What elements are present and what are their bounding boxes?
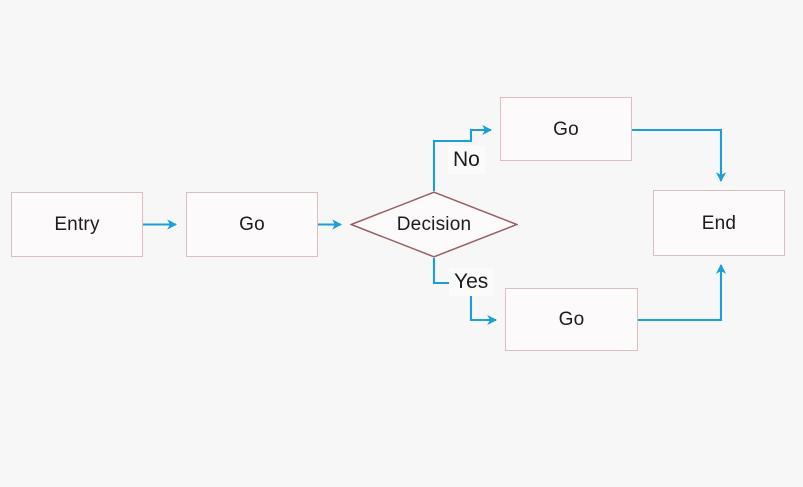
node-go-yes-branch[interactable]: Go [505, 288, 638, 351]
node-go-no-branch-label: Go [553, 118, 579, 140]
edge-yes-to-end [638, 263, 727, 322]
edge-label-no: No [448, 146, 485, 174]
node-go-no-branch[interactable]: Go [500, 97, 632, 161]
decision-diamond-shape [350, 191, 518, 258]
node-entry[interactable]: Entry [11, 192, 143, 257]
node-go-first[interactable]: Go [186, 192, 318, 257]
node-end[interactable]: End [653, 190, 785, 256]
node-entry-label: Entry [54, 214, 100, 235]
node-go-first-label: Go [239, 214, 265, 235]
node-go-yes-branch-label: Go [558, 309, 585, 330]
node-decision[interactable]: Decision [350, 191, 518, 258]
node-end-label: End [701, 212, 737, 234]
node-decision-label: Decision [396, 214, 472, 235]
edge-label-yes: Yes [449, 268, 494, 296]
edge-no-to-end [632, 128, 727, 183]
